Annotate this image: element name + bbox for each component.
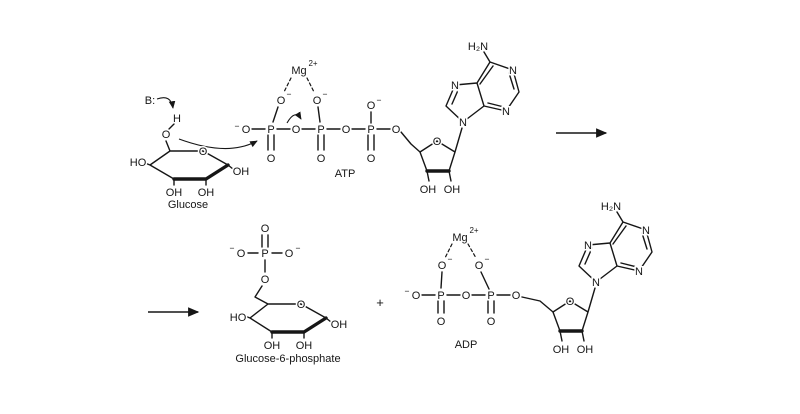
bond <box>552 287 596 342</box>
atom-oxygen: O <box>412 290 421 302</box>
atp-molecule: − O P O P O P O O O O O − O − O − Mg 2+ … <box>233 58 421 180</box>
magnesium-charge: 2+ <box>469 226 478 235</box>
hydroxyl-group: OH <box>296 340 313 352</box>
adp-molecule: − O P O P O O O O − O − Mg 2+ ADP <box>403 225 554 351</box>
atom-hydrogen: H <box>173 113 181 125</box>
curved-arrow-base-to-h <box>156 97 176 109</box>
hydroxyl-group: HO <box>130 157 147 169</box>
atom-nitrogen: N <box>509 65 517 77</box>
minus-charge: − <box>235 121 240 131</box>
ring-oxygen: O <box>199 146 208 158</box>
hydroxyl-group: HO <box>230 312 247 324</box>
amine-group: H₂N <box>601 201 621 213</box>
atom-nitrogen: N <box>451 80 459 92</box>
atom-oxygen: O <box>462 290 471 302</box>
atp-label: ATP <box>335 168 356 180</box>
glucose-6-phosphate-label: Glucose-6-phosphate <box>235 353 340 365</box>
atom-nitrogen: N <box>584 240 592 252</box>
minus-charge: − <box>485 254 490 264</box>
hydroxyl-group: OH <box>233 166 250 178</box>
ring-oxygen: O <box>566 296 575 308</box>
minus-charge: − <box>287 89 292 99</box>
atom-oxygen: O <box>277 95 286 107</box>
ring-oxygen: O <box>297 299 306 311</box>
atom-nitrogen: N <box>459 117 467 129</box>
bond <box>251 106 421 153</box>
ring-oxygen: O <box>433 136 442 148</box>
adenosine-bottom: O OH OH N N N N H₂N <box>551 200 653 358</box>
amine-group: H₂N <box>468 41 488 53</box>
minus-charge: − <box>377 95 382 105</box>
atom-phosphorus: P <box>437 290 444 302</box>
bond <box>244 234 332 339</box>
bond <box>421 271 554 314</box>
atom-phosphorus: P <box>261 248 268 260</box>
magnesium-ion: Mg <box>291 65 306 77</box>
glucose-6-phosphate-molecule: O − O P O − O HO O OH OH OH Glucose-6-ph… <box>228 222 349 366</box>
bond <box>419 127 463 182</box>
bond <box>445 51 520 123</box>
atom-oxygen: O <box>367 100 376 112</box>
magnesium-ion: Mg <box>452 232 467 244</box>
atom-phosphorus: P <box>367 124 374 136</box>
glucose-molecule: B: H O O HO OH OH OH Glucose <box>128 94 258 211</box>
atom-phosphorus: P <box>317 124 324 136</box>
plus-sign: + <box>376 295 384 310</box>
atom-phosphorus: P <box>487 290 494 302</box>
atom-oxygen: O <box>487 316 496 328</box>
hydroxyl-group: OH <box>264 340 281 352</box>
atom-oxygen: O <box>313 95 322 107</box>
atom-oxygen: O <box>367 153 376 165</box>
atom-nitrogen: N <box>592 277 600 289</box>
atom-oxygen: O <box>475 260 484 272</box>
atom-oxygen: O <box>242 124 251 136</box>
atom-oxygen: O <box>285 248 294 260</box>
atom-oxygen: O <box>392 124 401 136</box>
bond <box>578 211 653 283</box>
adp-label: ADP <box>455 339 478 351</box>
hydroxyl-group: OH <box>444 184 461 196</box>
atom-nitrogen: N <box>635 266 643 278</box>
atom-oxygen: O <box>438 260 447 272</box>
atom-oxygen: O <box>317 153 326 165</box>
curved-arrow-o-to-phosphate <box>178 138 258 150</box>
mg-coordination-bond <box>283 77 315 93</box>
mg-coordination-bond <box>444 243 477 259</box>
hydroxyl-group: OH <box>166 187 183 199</box>
atom-oxygen: O <box>267 153 276 165</box>
bond <box>270 316 328 334</box>
atom-nitrogen: N <box>642 225 650 237</box>
atom-oxygen: O <box>261 274 270 286</box>
base-label: B: <box>145 95 155 107</box>
atom-phosphorus: P <box>267 124 274 136</box>
atom-oxygen: O <box>292 124 301 136</box>
minus-charge: − <box>405 286 410 296</box>
magnesium-charge: 2+ <box>308 59 317 68</box>
atom-oxygen: O <box>261 223 270 235</box>
bond <box>144 123 234 186</box>
bond <box>172 163 230 181</box>
atom-oxygen: O <box>342 124 351 136</box>
curved-arrow-bond-cleavage <box>286 111 302 124</box>
hydroxyl-group: OH <box>198 187 215 199</box>
glucose-label: Glucose <box>168 199 208 211</box>
minus-charge: − <box>230 243 235 253</box>
atom-oxygen: O <box>162 129 171 141</box>
hydroxyl-group: OH <box>553 344 570 356</box>
hydroxyl-group: OH <box>420 184 437 196</box>
minus-charge: − <box>323 89 328 99</box>
atom-oxygen: O <box>437 316 446 328</box>
hydroxyl-group: OH <box>331 319 348 331</box>
hydroxyl-group: OH <box>577 344 594 356</box>
minus-charge: − <box>296 243 301 253</box>
atom-oxygen: O <box>512 290 521 302</box>
adenosine-top: O OH OH N N N N H₂N <box>418 40 520 198</box>
atom-nitrogen: N <box>502 106 510 118</box>
atom-oxygen: O <box>237 248 246 260</box>
minus-charge: − <box>448 254 453 264</box>
